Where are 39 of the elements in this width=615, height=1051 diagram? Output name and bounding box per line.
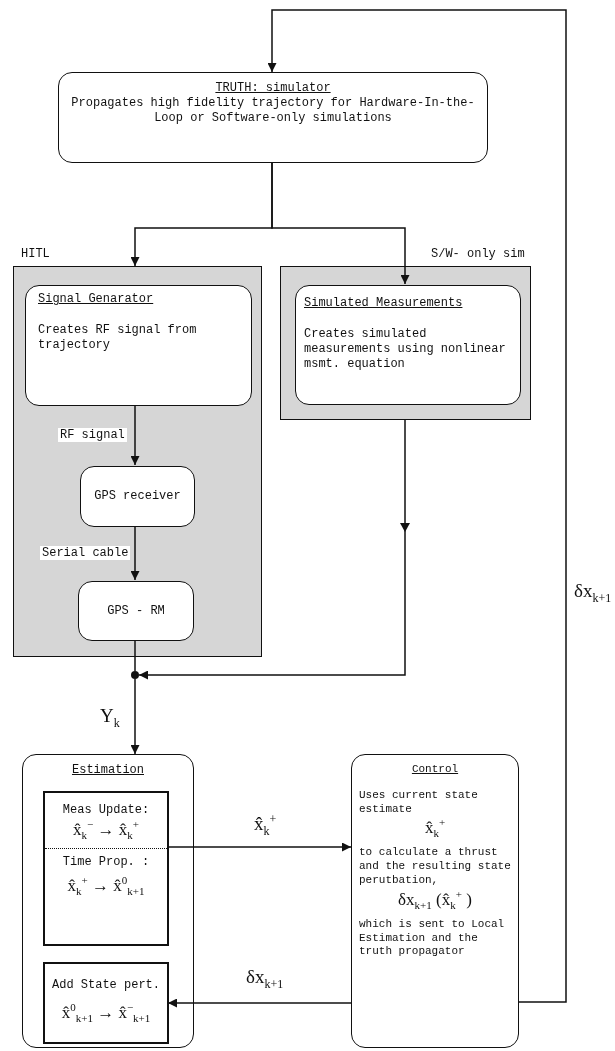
box-title: TRUTH: simulator: [214, 81, 332, 96]
box-title: Control: [410, 763, 460, 777]
box-text: which is sent to Local Estimation and the truth propagator: [359, 917, 506, 960]
connector-line: [134, 639, 136, 672]
edge-label: Serial cable: [40, 546, 131, 561]
box-text: Meas Update:: [61, 803, 151, 818]
process-box: [58, 72, 488, 163]
box-title: Estimation: [71, 763, 145, 778]
box-title: Signal Genarator: [38, 292, 155, 307]
box-text: Time Prop. :: [61, 855, 151, 871]
panel-label: S/W- only sim: [431, 247, 525, 262]
process-box: [295, 285, 521, 405]
process-box: [78, 581, 194, 641]
process-box: [22, 754, 194, 1048]
box-text: Creates RF signal from trajectory: [38, 323, 198, 353]
box-text: GPS - RM: [107, 603, 165, 619]
arrow: [130, 678, 140, 755]
edge-label: RF signal: [58, 428, 127, 443]
arrow: [130, 525, 140, 581]
box-title: Simulated Measurements: [304, 296, 464, 311]
box-text: Uses current state estimate: [359, 788, 479, 817]
arrow: [167, 842, 352, 852]
box-text: GPS receiver: [94, 489, 181, 504]
box-text: to calculate a thrust and the resulting state perutbation,: [359, 846, 511, 888]
panel-label: HITL: [21, 247, 50, 262]
arrow: [167, 998, 352, 1008]
formula: δx$_{k+1}$ (x̂$_{k}$$^{+}$ ): [397, 887, 473, 912]
step-box: [43, 962, 169, 1044]
process-box: [25, 285, 252, 406]
arrow: [130, 404, 140, 466]
process-box: [80, 466, 195, 527]
box-text: Creates simulated measurements using nonlinear msmt. equation: [304, 327, 507, 372]
step-box: [43, 791, 169, 946]
junction-dot: [131, 671, 139, 679]
box-text: Propagates high fidelity trajectory for Hardware-In-the-Loop or Software-only simulations: [70, 96, 476, 126]
box-text: Add State pert.: [51, 978, 161, 993]
arrow: [271, 162, 410, 285]
arrow: [267, 9, 567, 1003]
process-box: [351, 754, 519, 1048]
